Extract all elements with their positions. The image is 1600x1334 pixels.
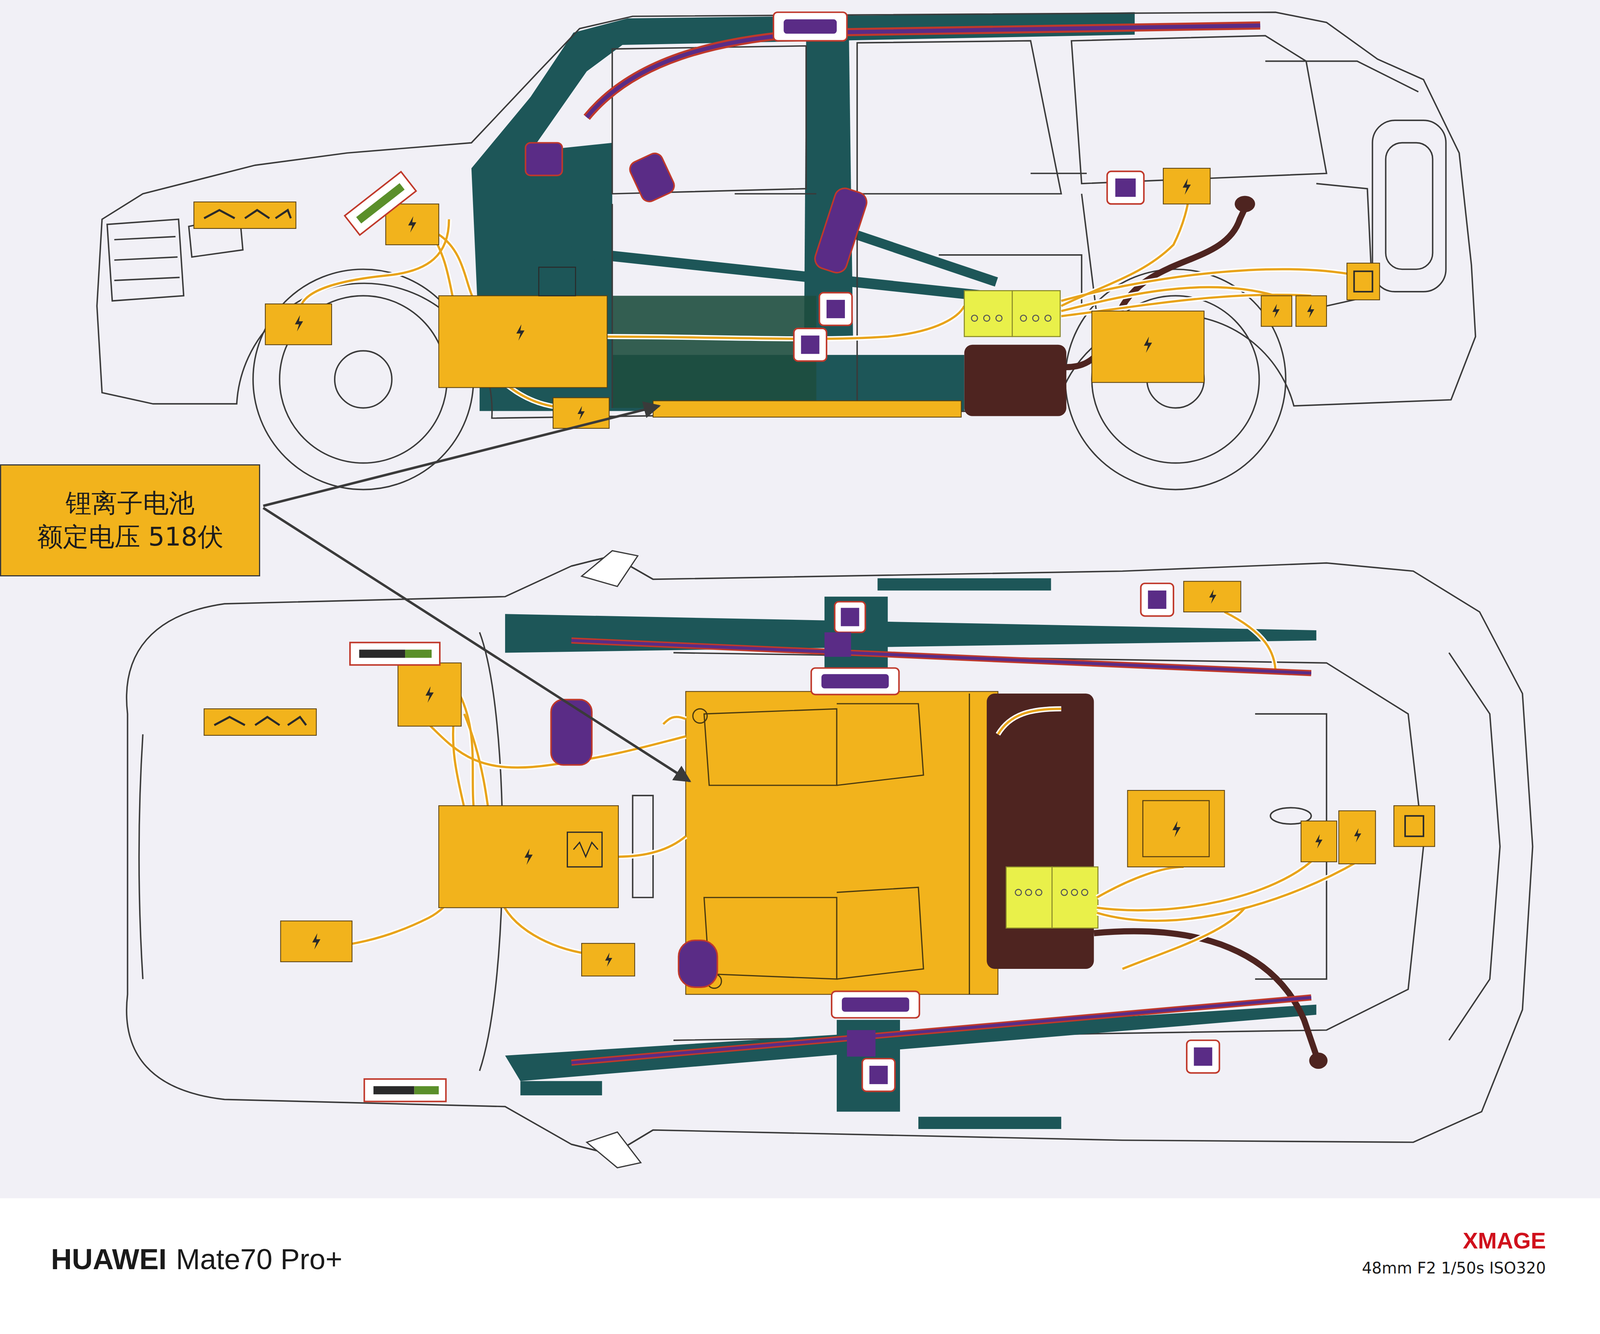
sensor	[344, 171, 417, 236]
floor-panel	[612, 295, 817, 408]
fuel-tank	[964, 344, 1067, 417]
hv-warning-symbol	[214, 589, 1424, 968]
wire-casing	[296, 612, 1358, 970]
camera-brand: XMAGE	[1462, 1227, 1547, 1254]
low-voltage-battery	[964, 290, 1061, 337]
hv-component	[265, 168, 1380, 429]
model-name: Mate70 Pro+	[176, 1242, 343, 1277]
hv-component	[203, 581, 1435, 977]
airbag	[525, 12, 1261, 361]
traction-battery	[653, 400, 962, 418]
low-voltage-battery	[1006, 867, 1099, 929]
hv-warning-symbol	[294, 178, 1373, 421]
car-outline	[126, 555, 1533, 1155]
fuel-cap	[1234, 195, 1256, 213]
traction-battery	[685, 691, 998, 995]
hv-wire	[296, 612, 1358, 970]
top-view	[126, 550, 1533, 1168]
watermark-band	[0, 1198, 1600, 1334]
car-outline	[96, 12, 1476, 490]
front-sensor-plate	[193, 201, 296, 229]
sensor	[350, 642, 447, 1102]
side-view	[96, 12, 1476, 490]
airbag	[551, 583, 1312, 1092]
brand-mark: HUAWEI	[51, 1242, 167, 1277]
paper-ground	[0, 0, 1600, 1199]
fuel-cap	[1309, 1052, 1328, 1070]
callout-box: 锂离子电池 额定电压 518伏	[0, 464, 261, 577]
mirror	[581, 550, 642, 1168]
camera-exif: 48mm F2 1/50s ISO320	[1361, 1259, 1546, 1278]
fuel-pipe	[1093, 931, 1317, 1056]
leader-arrow	[263, 405, 690, 782]
body-structure	[505, 578, 1317, 1130]
sensor-symbol	[203, 210, 291, 219]
callout-text: 锂离子电池 额定电压 518伏	[20, 486, 240, 554]
module-icon	[538, 267, 576, 296]
